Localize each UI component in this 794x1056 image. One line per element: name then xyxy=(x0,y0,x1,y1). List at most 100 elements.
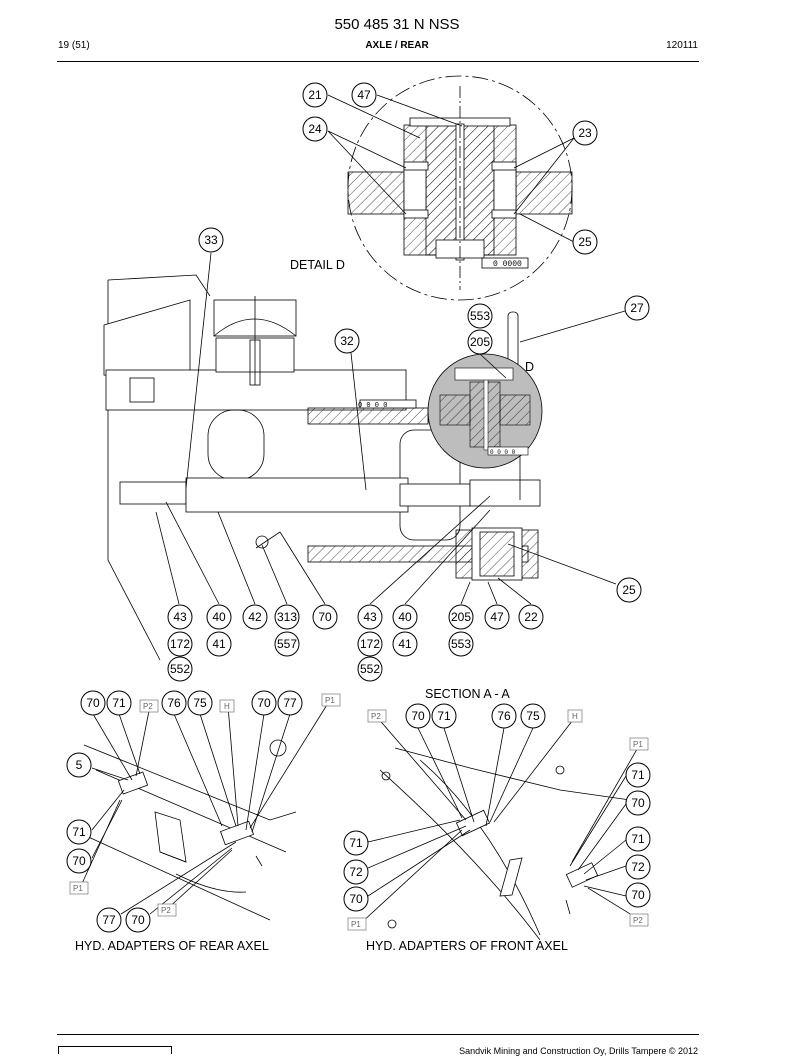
port-tag-fp2a: P2 xyxy=(367,709,387,723)
balloon-front-76: 76 xyxy=(491,703,517,729)
balloon-23: 23 xyxy=(572,120,598,146)
detail-d-marker: D xyxy=(525,360,535,374)
svg-text:70: 70 xyxy=(631,888,645,902)
balloon-rear-71-a: 71 xyxy=(106,690,132,716)
balloon-21: 21 xyxy=(302,82,328,108)
detail-d-label: DETAIL D xyxy=(290,258,345,272)
svg-text:P1: P1 xyxy=(325,696,335,705)
svg-text:H: H xyxy=(224,702,230,711)
balloon-552-left: 552 xyxy=(167,656,193,682)
svg-text:40: 40 xyxy=(398,610,412,624)
date-code: 120111 xyxy=(666,40,698,51)
axle-assembly-view xyxy=(103,274,541,661)
balloon-rear-71-b: 71 xyxy=(66,819,92,845)
svg-text:77: 77 xyxy=(283,696,297,710)
balloon-rear-76: 76 xyxy=(161,690,187,716)
port-tags: P2 H P1 P1 P2 P2 H P1 P1 P2 xyxy=(69,693,649,931)
svg-text:42: 42 xyxy=(248,610,262,624)
port-tag-fp1a: P1 xyxy=(629,737,649,751)
svg-text:43: 43 xyxy=(173,610,187,624)
balloon-25-mid: 25 xyxy=(616,577,642,603)
svg-text:72: 72 xyxy=(631,860,645,874)
balloon-47: 47 xyxy=(351,82,377,108)
highlight-nut-text: 0 0 0 0 xyxy=(490,449,516,456)
footer-rule xyxy=(57,1034,699,1035)
balloon-front-72-a: 72 xyxy=(343,859,369,885)
svg-text:75: 75 xyxy=(193,696,207,710)
rear-adapters-view xyxy=(83,739,297,921)
balloon-front-70-b: 70 xyxy=(343,886,369,912)
balloon-43-left: 43 xyxy=(167,604,193,630)
balloon-front-71-b: 71 xyxy=(343,830,369,856)
svg-text:33: 33 xyxy=(204,233,218,247)
svg-text:H: H xyxy=(572,712,578,721)
svg-text:22: 22 xyxy=(524,610,538,624)
svg-text:71: 71 xyxy=(631,832,645,846)
svg-text:47: 47 xyxy=(490,610,504,624)
balloon-553-bottom: 553 xyxy=(448,631,474,657)
svg-text:172: 172 xyxy=(170,637,190,651)
port-tag-rp1b: P1 xyxy=(69,881,89,895)
svg-text:70: 70 xyxy=(86,696,100,710)
balloon-rear-77-b: 77 xyxy=(96,907,122,933)
svg-text:75: 75 xyxy=(526,709,540,723)
balloon-rear-70-b: 70 xyxy=(251,690,277,716)
svg-text:27: 27 xyxy=(630,301,644,315)
balloon-rear-70-c: 70 xyxy=(66,848,92,874)
svg-text:557: 557 xyxy=(277,637,297,651)
svg-text:552: 552 xyxy=(170,662,190,676)
balloon-rear-75: 75 xyxy=(187,690,213,716)
balloon-rear-5: 5 xyxy=(66,752,92,778)
balloon-552-right: 552 xyxy=(357,656,383,682)
svg-text:71: 71 xyxy=(72,825,86,839)
balloon-43-right: 43 xyxy=(357,604,383,630)
svg-text:24: 24 xyxy=(308,122,322,136)
balloon-172-left: 172 xyxy=(167,631,193,657)
port-tag-rh: H xyxy=(219,699,235,713)
port-tag-rp1a: P1 xyxy=(321,693,341,707)
balloon-70-mid: 70 xyxy=(312,604,338,630)
balloon-front-72-b: 72 xyxy=(625,854,651,880)
balloon-front-71-a: 71 xyxy=(431,703,457,729)
header-rule xyxy=(57,61,699,62)
svg-text:313: 313 xyxy=(277,610,297,624)
balloon-24: 24 xyxy=(302,116,328,142)
svg-text:70: 70 xyxy=(318,610,332,624)
svg-text:70: 70 xyxy=(72,854,86,868)
rear-adapters-caption: HYD. ADAPTERS OF REAR AXEL xyxy=(75,939,269,953)
balloon-front-75: 75 xyxy=(520,703,546,729)
svg-text:25: 25 xyxy=(622,583,636,597)
svg-text:43: 43 xyxy=(363,610,377,624)
svg-text:70: 70 xyxy=(257,696,271,710)
balloon-40-left: 40 xyxy=(206,604,232,630)
balloon-172-right: 172 xyxy=(357,631,383,657)
svg-text:71: 71 xyxy=(437,709,451,723)
balloon-557: 557 xyxy=(274,631,300,657)
balloon-front-71-c: 71 xyxy=(625,762,651,788)
svg-text:P2: P2 xyxy=(143,702,153,711)
svg-text:553: 553 xyxy=(470,309,490,323)
svg-text:5: 5 xyxy=(76,758,83,772)
balloon-front-70-c: 70 xyxy=(625,790,651,816)
balloon-41-right: 41 xyxy=(392,631,418,657)
svg-text:71: 71 xyxy=(349,836,363,850)
port-tag-rp2b: P2 xyxy=(157,903,177,917)
svg-text:76: 76 xyxy=(497,709,511,723)
balloon-553-top: 553 xyxy=(467,303,493,329)
document-number: 550 485 31 N NSS xyxy=(334,16,460,33)
balloon-27: 27 xyxy=(624,295,650,321)
company-logo xyxy=(58,1046,172,1054)
svg-text:P1: P1 xyxy=(73,884,83,893)
balloon-22: 22 xyxy=(518,604,544,630)
balloon-rear-77-a: 77 xyxy=(277,690,303,716)
svg-text:40: 40 xyxy=(212,610,226,624)
detail-d-view xyxy=(347,75,573,301)
balloon-rear-70-d: 70 xyxy=(125,907,151,933)
svg-text:70: 70 xyxy=(411,709,425,723)
svg-text:P2: P2 xyxy=(633,916,643,925)
svg-text:25: 25 xyxy=(578,235,592,249)
balloon-33: 33 xyxy=(198,227,224,253)
svg-text:77: 77 xyxy=(102,913,116,927)
balloon-42: 42 xyxy=(242,604,268,630)
port-tag-fp2b: P2 xyxy=(629,913,649,927)
